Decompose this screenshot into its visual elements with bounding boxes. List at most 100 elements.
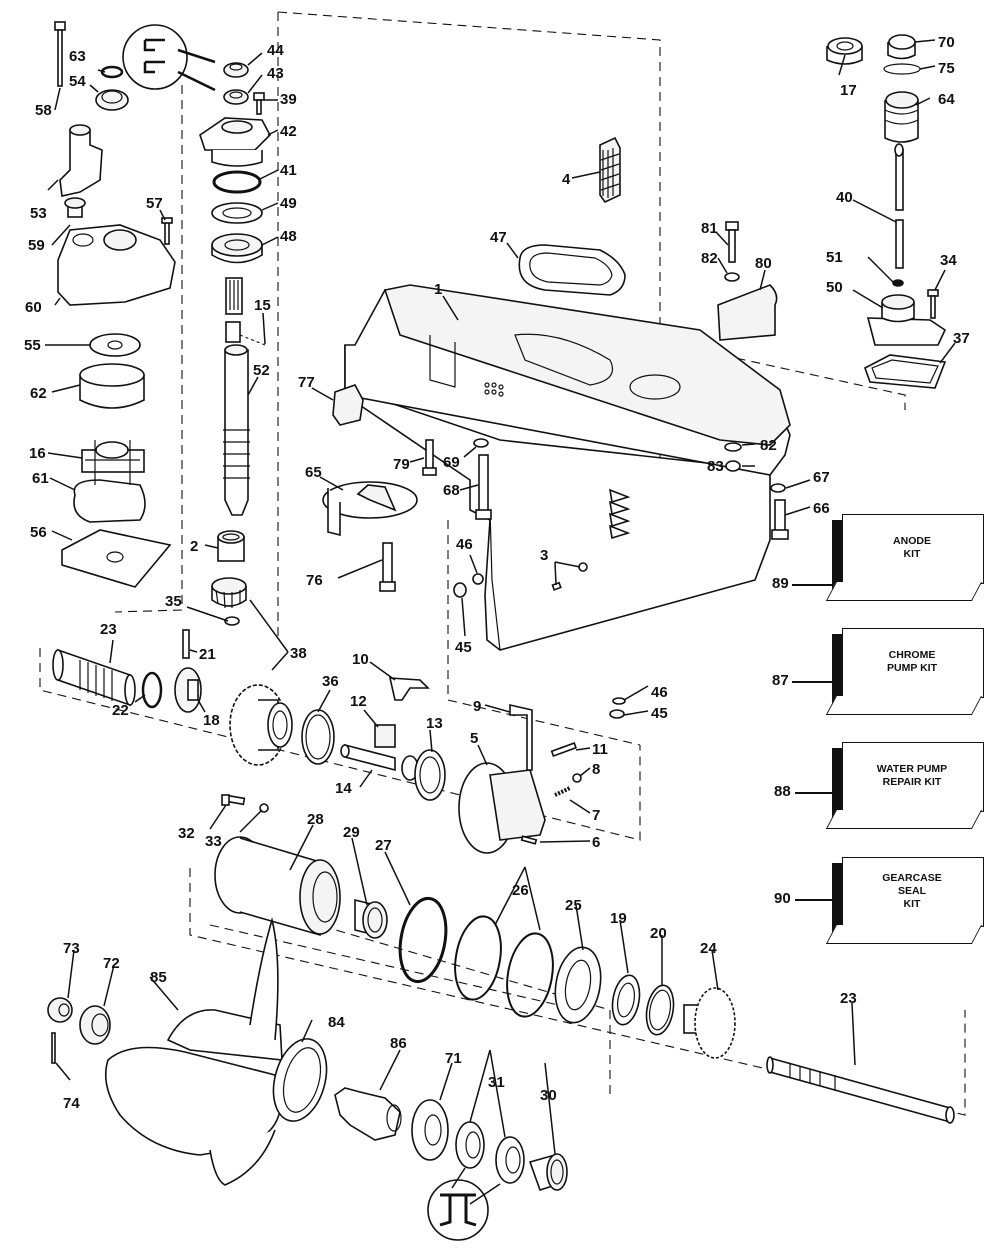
part-58-bolt bbox=[54, 21, 66, 87]
part-47-seal bbox=[518, 244, 626, 296]
kit-leader-line bbox=[795, 899, 834, 901]
callout-10: 10 bbox=[352, 651, 369, 668]
callout-13: 13 bbox=[426, 715, 443, 732]
kit-label: GEARCASE SEAL KIT bbox=[882, 871, 942, 910]
part-38-pinion-gear bbox=[211, 577, 247, 609]
callout-49: 49 bbox=[280, 195, 297, 212]
part-32-screw bbox=[221, 794, 246, 806]
callout-35: 35 bbox=[165, 593, 182, 610]
callout-19: 19 bbox=[610, 910, 627, 927]
part-38-forward-gear bbox=[229, 684, 293, 766]
part-72-washer bbox=[79, 1005, 111, 1045]
part-5-clutch-dog bbox=[458, 762, 546, 854]
leader-lines bbox=[45, 39, 956, 1205]
part-2-bearing bbox=[217, 530, 245, 562]
part-23-propeller-shaft bbox=[766, 1056, 955, 1124]
callout-50: 50 bbox=[826, 279, 843, 296]
part-15-pin bbox=[225, 321, 266, 346]
callout-16: 16 bbox=[29, 445, 46, 462]
part-31-seal-detail-circle bbox=[427, 1179, 489, 1241]
kit-box-base bbox=[825, 696, 982, 715]
part-35-nut bbox=[224, 616, 240, 626]
callout-86: 86 bbox=[390, 1035, 407, 1052]
part-10-shift-lever bbox=[388, 677, 430, 701]
kit-box-base bbox=[825, 925, 982, 944]
trim-tab-fins bbox=[608, 488, 631, 540]
callout-44: 44 bbox=[267, 42, 284, 59]
callout-9: 9 bbox=[473, 698, 481, 715]
callout-63: 63 bbox=[69, 48, 86, 65]
part-81-bolt bbox=[725, 221, 739, 263]
callout-70: 70 bbox=[938, 34, 955, 51]
callout-85: 85 bbox=[150, 969, 167, 986]
callout-69: 69 bbox=[443, 454, 460, 471]
callout-83: 83 bbox=[707, 458, 724, 475]
kit-leader-line bbox=[792, 681, 834, 683]
part-24-reverse-gear bbox=[683, 987, 736, 1059]
part-44-seal bbox=[223, 62, 249, 78]
part-53-housing bbox=[59, 124, 103, 197]
part-70-boot-cap bbox=[887, 34, 916, 60]
part-41-oring bbox=[212, 170, 262, 194]
part-48-bearing bbox=[211, 233, 263, 264]
callout-39: 39 bbox=[280, 91, 297, 108]
callout-53: 53 bbox=[30, 205, 47, 222]
part-21-pin bbox=[182, 629, 190, 659]
callout-71: 71 bbox=[445, 1050, 462, 1067]
part-46-washer-a bbox=[472, 573, 484, 585]
kit-number: 88 bbox=[774, 783, 791, 800]
callout-25: 25 bbox=[565, 897, 582, 914]
part-9-shift-rod bbox=[509, 703, 533, 771]
callout-6: 6 bbox=[592, 834, 600, 851]
part-55-plate bbox=[89, 333, 141, 357]
part-79-bolt bbox=[422, 439, 437, 476]
part-57-screw bbox=[161, 217, 173, 245]
part-83-nut bbox=[725, 460, 741, 472]
callout-43: 43 bbox=[267, 65, 284, 82]
kit-number: 87 bbox=[772, 672, 789, 689]
callout-17: 17 bbox=[840, 82, 857, 99]
callout-45-left: 45 bbox=[455, 639, 472, 656]
callout-65: 65 bbox=[305, 464, 322, 481]
part-44-43-seal-detail-circle bbox=[122, 24, 216, 92]
kit-leader-line bbox=[792, 584, 834, 586]
callout-3: 3 bbox=[540, 547, 548, 564]
callout-31: 31 bbox=[488, 1074, 505, 1091]
callout-23-bottom: 23 bbox=[840, 990, 857, 1007]
part-40-shift-rod bbox=[894, 143, 904, 269]
part-85-propeller bbox=[104, 916, 283, 1186]
part-75-clamp bbox=[883, 63, 921, 75]
part-6-pin bbox=[520, 835, 538, 845]
part-71-thrust-washer bbox=[411, 1099, 449, 1161]
part-28-bearing-carrier bbox=[214, 836, 341, 937]
part-77-anode bbox=[332, 384, 364, 426]
part-18-clutch bbox=[174, 667, 202, 713]
part-74-cotter-pin bbox=[51, 1032, 56, 1064]
kit-box-gearcase-seal: GEARCASE SEAL KIT bbox=[825, 857, 984, 949]
kit-box-face bbox=[842, 857, 984, 927]
callout-61: 61 bbox=[32, 470, 49, 487]
callout-60: 60 bbox=[25, 299, 42, 316]
callout-52: 52 bbox=[253, 362, 270, 379]
part-49-washer bbox=[211, 202, 263, 224]
part-8-ball bbox=[572, 773, 582, 783]
part-26-retaining-rings bbox=[454, 915, 554, 1018]
kit-box-base bbox=[825, 810, 982, 829]
callout-59: 59 bbox=[28, 237, 45, 254]
part-62-liner bbox=[79, 363, 145, 409]
kit-label: CHROME PUMP KIT bbox=[887, 649, 937, 674]
callout-77: 77 bbox=[298, 374, 315, 391]
part-51-oring bbox=[892, 279, 904, 287]
callout-37: 37 bbox=[953, 330, 970, 347]
callout-33: 33 bbox=[205, 833, 222, 850]
part-65-trim-plate bbox=[322, 481, 418, 537]
callout-62: 62 bbox=[30, 385, 47, 402]
kit-label: ANODE KIT bbox=[893, 535, 931, 560]
part-61-gasket bbox=[73, 479, 146, 523]
callout-42: 42 bbox=[280, 123, 297, 140]
callout-26: 26 bbox=[512, 882, 529, 899]
callout-20: 20 bbox=[650, 925, 667, 942]
callout-41: 41 bbox=[280, 162, 297, 179]
part-37-gasket bbox=[864, 354, 947, 389]
kit-box-face bbox=[842, 742, 984, 812]
